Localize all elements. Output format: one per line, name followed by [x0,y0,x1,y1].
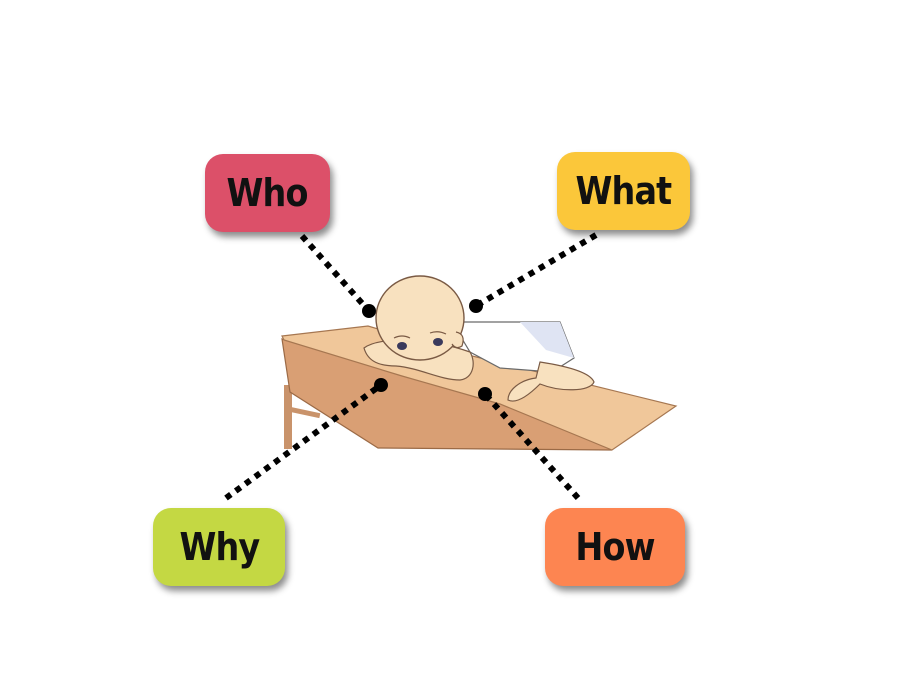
connector-lines [224,232,598,501]
desk-leg [289,407,321,419]
desk-leg [284,385,292,449]
student-ear [451,331,464,349]
why-label-text: Why [179,525,260,569]
shirt-shade [520,322,574,358]
student-arm [507,361,595,402]
student-brow [429,331,447,335]
connector-what [474,232,598,309]
student-head [375,275,465,361]
what-label-text: What [575,169,673,213]
student-eye [433,338,443,346]
who-label-text: Who [226,171,309,215]
connector-why [224,382,383,501]
connector-dots [362,299,492,401]
connector-dot [478,387,492,401]
student-brow [393,335,411,339]
connector-who [299,234,372,313]
how-label-text: How [575,525,655,569]
connector-dot [362,304,376,318]
why-label-box: Why [153,508,285,586]
connector-dot [469,299,483,313]
how-label-box: How [545,508,685,586]
connector-dot [374,378,388,392]
what-label-box: What [557,152,690,230]
who-label-box: Who [205,154,330,232]
student-eye [397,342,407,350]
